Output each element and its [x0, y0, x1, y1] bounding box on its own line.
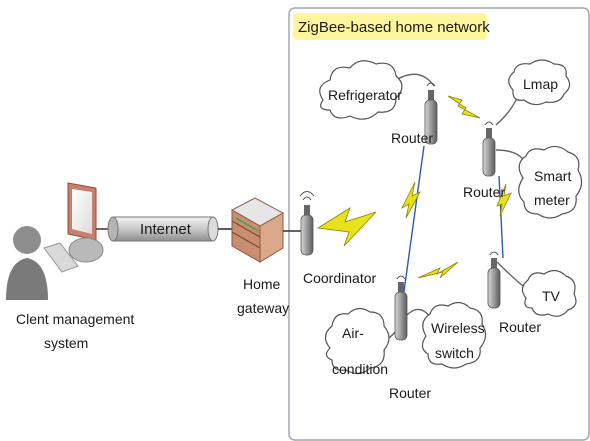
wireless-switch-label-line1: Wireless	[431, 320, 485, 336]
lmap-cloud	[508, 59, 571, 106]
wireless-switch-cloud	[421, 301, 487, 369]
refrigerator-label: Refrigerator	[328, 87, 402, 103]
bolt-vertical-right	[496, 183, 512, 217]
router3-antenna-icon	[394, 275, 408, 341]
client-label-line2: system	[44, 335, 88, 351]
tv-cloud	[521, 269, 577, 317]
person-icon	[6, 226, 48, 300]
router3-label: Router	[389, 385, 431, 401]
title-highlight	[293, 13, 487, 40]
zigbee-network-region	[288, 7, 590, 441]
coordinator-antenna-icon	[299, 191, 315, 256]
lmap-label: Lmap	[523, 76, 558, 92]
smart-meter-cloud	[518, 145, 583, 219]
computer-icon	[43, 182, 104, 273]
home-gateway-icon	[230, 197, 285, 263]
gateway-label-line1: Home	[243, 276, 281, 292]
client-label-line1: Clent management	[16, 311, 134, 327]
bolt-router1-router2	[447, 95, 481, 119]
air-condition-cloud	[324, 307, 390, 375]
router4-antenna-icon	[487, 251, 501, 309]
zigbee-bolts	[316, 95, 512, 279]
bolt-router3-router4	[417, 261, 459, 279]
bolt-vertical	[401, 181, 421, 219]
router2-label: Router	[463, 184, 505, 200]
tv-label: TV	[542, 288, 561, 304]
router4-label: Router	[499, 319, 541, 335]
router1-label: Router	[391, 130, 433, 146]
router2-antenna-icon	[482, 121, 496, 177]
wireless-switch-label-line2: switch	[435, 345, 474, 361]
smart-meter-label-line2: meter	[534, 192, 570, 208]
air-condition-label-line1: Air-	[342, 325, 364, 341]
refrigerator-cloud	[319, 60, 403, 120]
network-title: ZigBee-based home network	[298, 19, 490, 36]
internet-label: Internet	[140, 221, 192, 238]
internet-pipe	[107, 216, 219, 242]
router1-antenna-icon	[424, 82, 438, 145]
coordinator-label: Coordinator	[303, 270, 376, 286]
air-condition-label-line2: condition	[332, 361, 388, 377]
smart-meter-label-line1: Smart	[534, 168, 571, 184]
bolt-coordinator	[316, 207, 377, 247]
gateway-label-line2: gateway	[237, 300, 289, 316]
